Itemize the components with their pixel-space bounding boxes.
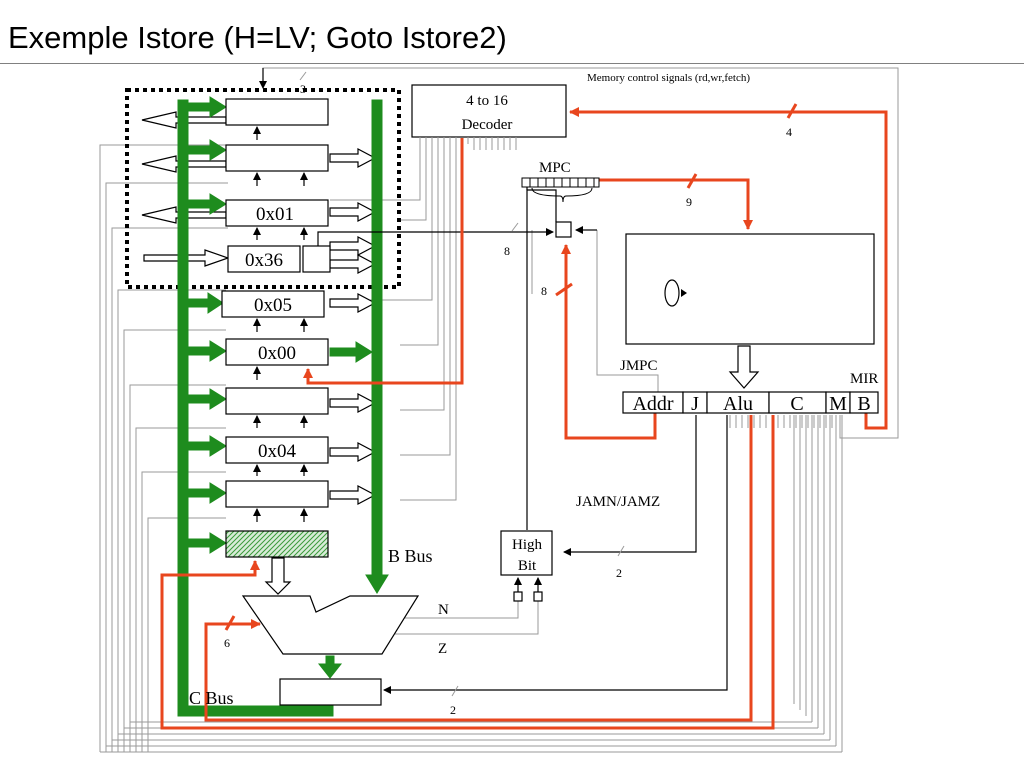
mpc-or-gate (555, 221, 572, 238)
register-mbr-extension (302, 245, 331, 273)
decoder-output-pins (419, 137, 517, 144)
mpc-store-width-label: 9 (686, 195, 692, 209)
title-divider (0, 63, 1024, 64)
mir-field-c-label: C (790, 393, 803, 415)
mir-field-alu-label: Alu (723, 393, 753, 415)
mir-field-m-label: M (829, 393, 847, 415)
register-opc (225, 480, 329, 508)
register-cpp (225, 387, 329, 415)
control-store-current-marker (664, 279, 687, 307)
register-sp-value: 0x05 (254, 295, 292, 316)
alu-ctrl-width-label: 6 (224, 636, 230, 650)
red-width-ticks (224, 103, 798, 631)
mir-label: MIR (850, 371, 878, 387)
register-enable-arrows (253, 126, 308, 522)
high-bit-label-line2: Bit (518, 558, 537, 574)
register-tos-value: 0x04 (258, 441, 297, 462)
decoder-label-line2: Decoder (462, 117, 513, 133)
memory-top-width-label: 3 (300, 82, 306, 96)
green-buses (177, 96, 389, 717)
register-sp (221, 290, 325, 318)
memory-registers-highlight (125, 88, 401, 289)
mpc-label: MPC (539, 160, 571, 176)
jmpc-label: JMPC (620, 358, 658, 374)
memory-arrows (141, 111, 760, 595)
control-store (625, 233, 875, 345)
shifter (279, 678, 382, 706)
black-wires (259, 68, 728, 694)
register-mbr-value: 0x01 (256, 204, 294, 225)
register-pc (225, 199, 329, 227)
mir-field-j-label: J (691, 393, 699, 415)
mir-register (622, 391, 879, 414)
register-h (225, 530, 329, 558)
c-bus-label: C Bus (189, 688, 234, 708)
jam-width-label: 2 (616, 566, 622, 580)
n-flag-label: N (438, 602, 449, 618)
decoder-label-line1: 4 to 16 (466, 93, 508, 109)
z-flag-label: Z (438, 641, 447, 657)
register-tos (225, 436, 329, 464)
alu (241, 595, 420, 655)
decoder-4-to-16 (411, 84, 567, 138)
b-bus-label: B Bus (388, 546, 433, 566)
shifter-ctrl-width-label: 2 (450, 703, 456, 717)
flag-flipflops (513, 577, 543, 602)
red-control-lines (160, 107, 888, 730)
register-mdr (225, 144, 329, 172)
slide-title: Exemple Istore (H=LV; Goto Istore2) (8, 20, 507, 55)
memory-ctrl-width-label: 4 (786, 125, 792, 139)
next-addr-red-width-label: 8 (541, 284, 547, 298)
mpc-register (521, 177, 600, 203)
next-addr-width-label: 8 (504, 244, 510, 258)
gray-width-ticks (299, 71, 625, 697)
register-mbr-alt-value: 0x36 (245, 250, 283, 271)
mir-field-addr-label: Addr (632, 393, 673, 415)
jamn-jamz-label: JAMN/JAMZ (576, 494, 660, 510)
memory-signals-label: Memory control signals (rd,wr,fetch) (587, 72, 750, 84)
register-lv (225, 338, 329, 366)
register-lv-value: 0x00 (258, 343, 296, 364)
register-stack (221, 98, 331, 558)
mir-field-b-label: B (857, 393, 870, 415)
mir-field-b (849, 391, 879, 414)
high-bit-box (500, 530, 553, 576)
register-mbr (227, 245, 301, 273)
register-mar (225, 98, 329, 126)
high-bit-label-line1: High (512, 537, 543, 553)
